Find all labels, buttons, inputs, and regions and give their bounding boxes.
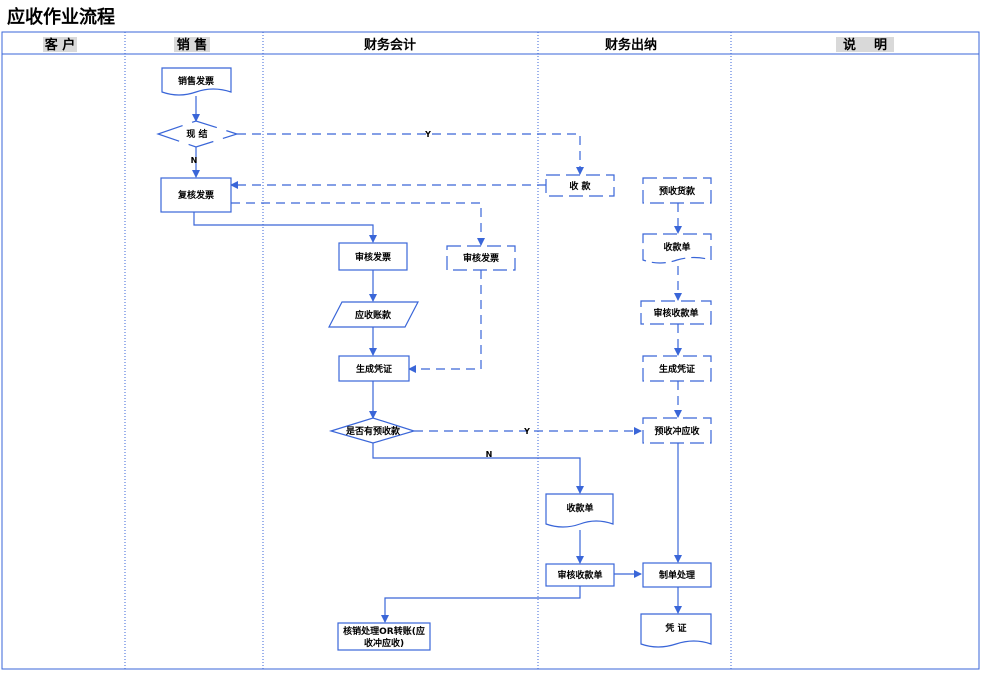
node-writeoff-label-1: 核销处理OR转账(应 <box>343 625 425 637</box>
node-receipt-note-top: 收款单 <box>642 233 712 264</box>
node-prepay-goods: 预收货款 <box>642 177 712 204</box>
edge-label-prepay-yes: Y <box>523 427 530 436</box>
edge-audit-to-writeoff <box>381 586 581 623</box>
node-gen-voucher-cashier-label: 生成凭证 <box>659 363 695 375</box>
swimlane-frame <box>1 31 980 670</box>
edge-label-cash-yes: Y <box>424 130 431 139</box>
node-cashier-audit-invoice-label: 审核发票 <box>463 252 499 264</box>
edge-cash-yes <box>237 133 584 175</box>
lane-header-customer: 客 户 <box>45 37 76 53</box>
edge-review-to-audit <box>193 212 377 243</box>
node-has-prepay-decision: 是否有预收款 <box>328 417 417 444</box>
node-make-doc: 制单处理 <box>642 562 712 588</box>
edge-cashier-audit-to-voucher <box>408 270 482 373</box>
node-review-invoice-label: 复核发票 <box>177 189 214 201</box>
node-cashier-audit-invoice: 审核发票 <box>446 245 516 271</box>
node-audit-receipt-label: 审核收款单 <box>557 569 602 581</box>
node-audit-receipt-top-label: 审核收款单 <box>653 307 698 319</box>
node-voucher: 凭 证 <box>640 613 712 648</box>
lane-header-sales: 销 售 <box>177 37 208 53</box>
node-receivables: 应收账款 <box>328 301 419 328</box>
lane-header-bg-notes <box>836 37 894 52</box>
node-cash-settle-decision: 现 结 <box>156 120 239 148</box>
node-receipt-note-top-label: 收款单 <box>663 241 690 253</box>
lane-header-bg-sales <box>174 37 210 52</box>
node-receipt-note: 收款单 <box>545 493 614 528</box>
node-gen-voucher-acct: 生成凭证 <box>338 355 410 382</box>
lane-header-cashier: 财务出纳 <box>605 37 657 53</box>
node-gen-voucher-cashier: 生成凭证 <box>642 355 712 382</box>
node-audit-receipt: 审核收款单 <box>545 563 615 587</box>
lane-header-bg-customer <box>43 37 77 52</box>
edge-review-to-cashier-audit <box>231 202 485 246</box>
node-prepay-offset: 预收冲应收 <box>642 417 712 444</box>
lane-dividers <box>124 32 732 669</box>
node-receipt-note-label: 收款单 <box>566 502 593 514</box>
node-has-prepay-label: 是否有预收款 <box>345 425 401 437</box>
node-make-doc-label: 制单处理 <box>659 569 695 581</box>
node-acct-audit-invoice: 审核发票 <box>338 242 408 271</box>
node-receivables-label: 应收账款 <box>355 309 392 321</box>
node-prepay-offset-label: 预收冲应收 <box>654 425 699 437</box>
node-writeoff: 核销处理OR转账(应 收冲应收) <box>337 622 431 651</box>
edge-label-cash-no: N <box>191 156 198 165</box>
page-title: 应收作业流程 <box>7 7 115 28</box>
lane-header-accounting: 财务会计 <box>364 37 416 53</box>
node-collect-label: 收 款 <box>569 180 591 192</box>
edge-label-prepay-no: N <box>486 450 493 459</box>
node-sales-invoice-label: 销售发票 <box>178 75 214 87</box>
lane-header-notes: 说 明 <box>843 37 887 53</box>
node-prepay-goods-label: 预收货款 <box>659 185 696 197</box>
node-sales-invoice: 销售发票 <box>161 67 232 96</box>
node-writeoff-label-2: 收冲应收) <box>364 637 404 649</box>
node-acct-audit-invoice-label: 审核发票 <box>355 251 391 263</box>
edge-prepay-no <box>372 443 584 494</box>
node-cash-settle-label: 现 结 <box>186 128 207 140</box>
node-gen-voucher-acct-label: 生成凭证 <box>356 363 392 375</box>
node-review-invoice: 复核发票 <box>160 177 232 213</box>
node-collect: 收 款 <box>545 174 615 197</box>
node-audit-receipt-top: 审核收款单 <box>640 300 712 325</box>
node-voucher-label: 凭 证 <box>664 622 686 634</box>
